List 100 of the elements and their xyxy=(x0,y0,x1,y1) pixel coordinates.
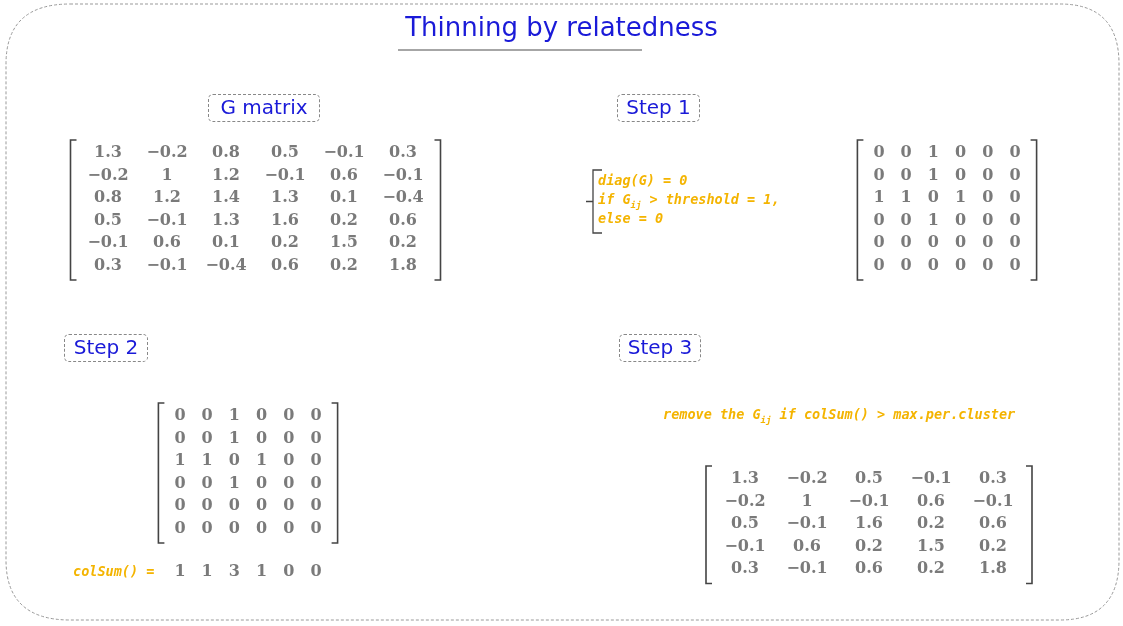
matrix-entry: 0.1 xyxy=(212,232,240,251)
matrix-entry: 0.8 xyxy=(212,142,240,161)
matrix-entry: 1 xyxy=(161,164,173,184)
matrix-entry: −0.2 xyxy=(724,490,766,510)
matrix-entry: 0 xyxy=(283,427,295,447)
matrix-entry: 0.5 xyxy=(94,209,122,229)
matrix-entry: 0 xyxy=(283,495,295,514)
matrix-entry: 0 xyxy=(955,254,967,274)
matrix-entry: 0.2 xyxy=(389,232,417,251)
matrix-entry: 0 xyxy=(955,232,967,251)
matrix-entry: 0 xyxy=(982,254,994,274)
matrix-entry: 0.2 xyxy=(330,254,358,274)
matrix-entry: 1.3 xyxy=(94,142,122,161)
diagram-title: Thinning by relatedness xyxy=(405,12,718,42)
matrix-entry: 0.6 xyxy=(271,254,299,274)
matrix-entry: 0.3 xyxy=(94,254,122,274)
matrix-entry: 0 xyxy=(256,472,268,492)
matrix-entry: 0 xyxy=(1009,187,1021,206)
matrix-entry: 0 xyxy=(900,209,912,229)
matrix-entry: 0.6 xyxy=(153,232,181,251)
matrix-entry: −0.1 xyxy=(910,468,952,487)
matrix-entry: 1 xyxy=(801,490,813,510)
matrix-entry: −0.4 xyxy=(382,187,424,206)
matrix-entry: 0.2 xyxy=(330,209,358,229)
matrix-entry: 0 xyxy=(310,495,322,514)
matrix-entry: 0 xyxy=(982,187,994,206)
matrix-entry: 1 xyxy=(228,472,240,492)
matrix-entry: 0 xyxy=(955,164,967,184)
matrix-entry: 1.3 xyxy=(731,468,759,487)
matrix-entry: 0 xyxy=(982,209,994,229)
matrix-entry: 0.2 xyxy=(855,535,883,555)
matrix-entry: 0 xyxy=(873,142,885,161)
matrix-entry: 0 xyxy=(1009,209,1021,229)
matrix-entry: 0 xyxy=(310,517,322,537)
matrix-entry: 0 xyxy=(873,164,885,184)
code-text: diag(G) = 0 xyxy=(598,172,688,188)
matrix-entry: 0.3 xyxy=(389,142,417,161)
matrix-entry: 0 xyxy=(1009,232,1021,251)
matrix-entry: −0.1 xyxy=(724,535,766,555)
matrix-entry: 1.6 xyxy=(271,209,299,229)
matrix-entry: 0 xyxy=(201,427,213,447)
matrix-entry: 0 xyxy=(873,209,885,229)
matrix-entry: 1.8 xyxy=(979,558,1007,577)
matrix-entry: 0 xyxy=(873,254,885,274)
matrix-entry: −0.1 xyxy=(146,209,188,229)
matrix-entry: 0.2 xyxy=(979,535,1007,555)
code-text: else = 0 xyxy=(598,210,664,226)
matrix-entry: 0.6 xyxy=(793,535,821,555)
matrix-entry: −0.1 xyxy=(786,558,828,577)
matrix-entry: 0 xyxy=(955,142,967,161)
matrix-entry: 0 xyxy=(283,517,295,537)
code-text: colSum() = xyxy=(73,563,155,579)
matrix-entry: −0.1 xyxy=(146,254,188,274)
matrix-entry: 1.8 xyxy=(389,254,417,274)
matrix-entry: 0 xyxy=(283,405,295,424)
matrix-entry: 1 xyxy=(927,142,939,161)
matrix-entry: 1 xyxy=(174,450,186,469)
matrix-entry: 0.5 xyxy=(731,513,759,532)
matrix-entry: 0 xyxy=(900,142,912,161)
matrix-entry: 1 xyxy=(256,450,268,469)
matrix-entry: 1 xyxy=(927,209,939,229)
matrix-entry: 0 xyxy=(174,405,186,424)
matrix-entry: 1 xyxy=(927,164,939,184)
code-text: if G$_{ij}$ > threshold = 1, xyxy=(598,191,780,210)
matrix-entry: 0 xyxy=(201,472,213,492)
matrix-entry: 0 xyxy=(228,495,240,514)
matrix-entry: 0 xyxy=(256,517,268,537)
matrix-entry: 0 xyxy=(256,405,268,424)
matrix-entry: −0.1 xyxy=(323,142,365,161)
matrix-entry: −0.1 xyxy=(382,164,424,184)
matrix-entry: 1.5 xyxy=(917,535,945,555)
matrix-entry: 1.2 xyxy=(212,164,240,184)
matrix-entry: 0.6 xyxy=(330,164,358,184)
column-sum-value: 0 xyxy=(283,561,295,580)
matrix-entry: 0 xyxy=(955,209,967,229)
column-sum-value: 1 xyxy=(174,561,186,580)
matrix-entry: 0 xyxy=(201,405,213,424)
column-sum-value: 0 xyxy=(310,561,322,580)
matrix-entry: 0.1 xyxy=(330,187,358,206)
matrix-entry: 0 xyxy=(900,232,912,251)
matrix-entry: 0 xyxy=(310,450,322,469)
matrix-entry: 0 xyxy=(900,254,912,274)
column-sum-value: 1 xyxy=(256,561,268,580)
matrix-entry: 1 xyxy=(873,187,885,206)
matrix-entry: 0 xyxy=(174,517,186,537)
matrix-entry: 0.2 xyxy=(917,558,945,577)
matrix-entry: 0 xyxy=(228,517,240,537)
matrix-entry: 0.2 xyxy=(917,513,945,532)
matrix-entry: 0 xyxy=(982,142,994,161)
matrix-entry: 0 xyxy=(256,495,268,514)
matrix-entry: 0 xyxy=(201,495,213,514)
matrix-entry: 1 xyxy=(201,450,213,469)
matrix-entry: 0.3 xyxy=(979,468,1007,487)
matrix-entry: 0 xyxy=(174,495,186,514)
matrix-entry: 0.6 xyxy=(389,209,417,229)
step-heading-box: G matrix xyxy=(208,94,320,122)
matrix-entry: 0 xyxy=(1009,164,1021,184)
matrix-entry: 0 xyxy=(1009,254,1021,274)
code-text: remove the G$_{ij}$ if colSum() > max.per.cluster xyxy=(663,406,1016,425)
matrix-entry: 0 xyxy=(174,472,186,492)
